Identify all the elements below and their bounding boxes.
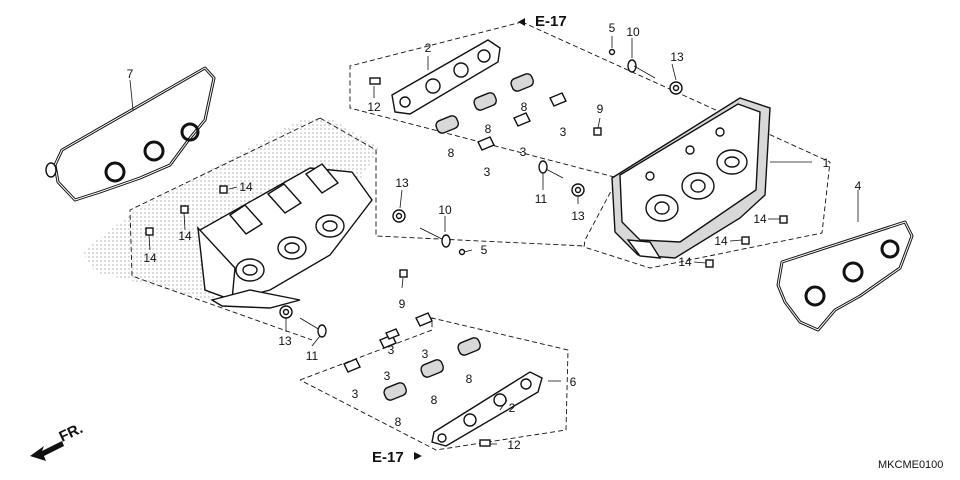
diagram-code: MKCME0100: [878, 459, 943, 471]
callout-8-f: 8: [466, 372, 473, 386]
callout-13-lower: 13: [278, 334, 292, 348]
reference-e17-bottom: E-17: [372, 449, 404, 466]
seals-lower: [383, 337, 482, 401]
callout-11-lower: 11: [306, 349, 319, 363]
callout-13-upper: 13: [670, 50, 684, 64]
reference-e17-top: E-17: [535, 13, 567, 30]
callout-10-upper: 10: [626, 25, 640, 39]
seals-upper: [435, 73, 535, 134]
fuel-rail-lower: [431, 371, 543, 447]
callout-8-b: 8: [485, 122, 492, 136]
gasket-7: [45, 66, 216, 202]
callout-8-e: 8: [431, 393, 438, 407]
callout-6: 6: [570, 375, 577, 389]
callout-3-f: 3: [422, 347, 429, 361]
callout-4: 4: [855, 179, 862, 193]
callout-14-e: 14: [714, 234, 728, 248]
callout-13-center: 13: [395, 176, 409, 190]
callout-2-lower: 2: [509, 401, 516, 415]
callouts: 1 2 2 3 3 3 3 3 3 3 4 5 5 6 7 8 8 8 8 8 …: [127, 21, 862, 452]
left-valve-cover: [82, 118, 380, 309]
valve-cover-1: [611, 97, 771, 259]
callout-5-lower: 5: [481, 243, 488, 257]
hardware: [145, 48, 788, 447]
callout-1: 1: [823, 156, 830, 170]
callout-8-c: 8: [521, 100, 528, 114]
callout-3-a: 3: [484, 165, 491, 179]
gasket-4: [776, 220, 914, 332]
callout-3-c: 3: [560, 125, 567, 139]
front-arrow-icon: FR.: [30, 420, 86, 461]
callout-14-c: 14: [143, 251, 157, 265]
callout-8-a: 8: [448, 146, 455, 160]
callout-3-g: 3: [388, 343, 395, 357]
callout-14-a: 14: [239, 180, 253, 194]
clips: [343, 92, 567, 373]
callout-14-d: 14: [753, 212, 767, 226]
callout-12-upper: 12: [367, 100, 381, 114]
callout-13-right: 13: [571, 209, 585, 223]
callout-14-b: 14: [178, 229, 192, 243]
fuel-rail-upper: [391, 39, 501, 115]
callout-8-d: 8: [395, 415, 402, 429]
callout-3-d: 3: [352, 387, 359, 401]
callout-9-lower: 9: [399, 297, 406, 311]
callout-3-b: 3: [520, 145, 527, 159]
callout-12-lower: 12: [507, 438, 521, 452]
callout-3-e: 3: [384, 369, 391, 383]
callout-2-upper: 2: [425, 41, 432, 55]
references: E-17 E-17: [372, 13, 567, 466]
callout-10-lower: 10: [438, 203, 452, 217]
callout-5-upper: 5: [609, 21, 616, 35]
callout-14-f: 14: [678, 255, 692, 269]
callout-9-upper: 9: [597, 102, 604, 116]
callout-7: 7: [127, 67, 134, 81]
front-direction-label: FR.: [57, 420, 86, 446]
callout-11-right: 11: [535, 192, 548, 206]
